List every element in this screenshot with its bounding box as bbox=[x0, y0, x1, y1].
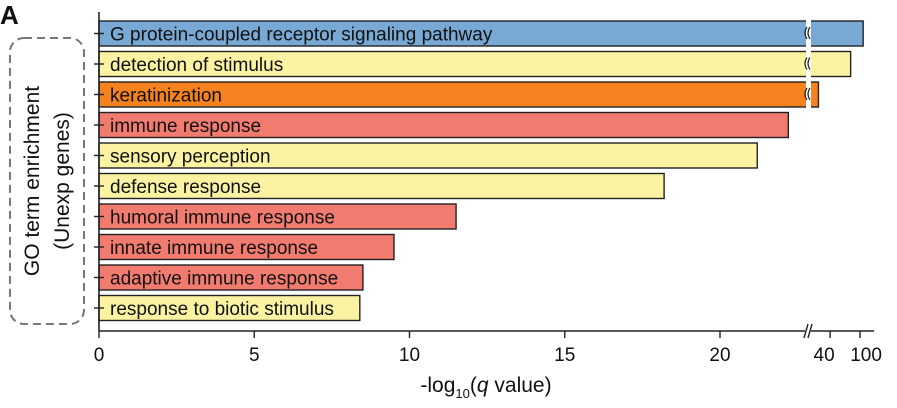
x-tick-label: 20 bbox=[709, 345, 730, 366]
bar-label: G protein-coupled receptor signaling pat… bbox=[110, 25, 493, 46]
x-tick-label: 15 bbox=[554, 345, 575, 366]
x-tick-label: 0 bbox=[94, 345, 105, 366]
x-tick-label: 5 bbox=[249, 345, 260, 366]
bar-break-mark bbox=[804, 57, 811, 70]
panel-label: A bbox=[0, 0, 19, 30]
labels-layer: G protein-coupled receptor signaling pat… bbox=[110, 25, 493, 321]
bar bbox=[98, 264, 364, 291]
y-axis-title-line1: GO term enrichment bbox=[21, 86, 44, 276]
bar-break-mark bbox=[804, 87, 811, 101]
axes-layer: 0 5 10 15 20 40 100 bbox=[94, 12, 882, 366]
x-axis-title-subscript: 10 bbox=[455, 386, 469, 401]
x-axis-title-prefix: -log bbox=[420, 374, 455, 397]
bar-break-mark bbox=[804, 26, 811, 40]
bar bbox=[98, 203, 457, 230]
x-tick-label: 10 bbox=[399, 345, 420, 366]
bar bbox=[98, 142, 758, 169]
y-axis-title-line2: (Unexp genes) bbox=[51, 112, 74, 250]
ylabel-frame bbox=[9, 37, 85, 325]
x-axis-title-open-paren: ( bbox=[470, 374, 477, 397]
bar-label: innate immune response bbox=[110, 238, 318, 259]
bar-label: immune response bbox=[110, 116, 261, 137]
bar-label: keratinization bbox=[110, 86, 222, 107]
bar bbox=[98, 233, 395, 261]
x-tick-label: 100 bbox=[850, 345, 882, 366]
bar-label: adaptive immune response bbox=[110, 269, 338, 290]
bar-label: defense response bbox=[110, 177, 261, 198]
bar bbox=[98, 20, 864, 47]
bar bbox=[98, 50, 852, 78]
bar bbox=[98, 111, 790, 139]
x-axis-title: -log10(q value) bbox=[420, 374, 551, 401]
bar-label: humoral immune response bbox=[110, 208, 335, 229]
bar-label: detection of stimulus bbox=[110, 55, 283, 76]
bar-label: sensory perception bbox=[110, 147, 271, 168]
x-axis-title-suffix: value) bbox=[489, 374, 552, 397]
x-axis-break-mark bbox=[803, 323, 813, 339]
x-axis-title-q: q bbox=[477, 374, 489, 397]
bar-label: response to biotic stimulus bbox=[110, 299, 334, 320]
x-tick-label: 40 bbox=[814, 345, 835, 366]
bar bbox=[98, 172, 665, 200]
